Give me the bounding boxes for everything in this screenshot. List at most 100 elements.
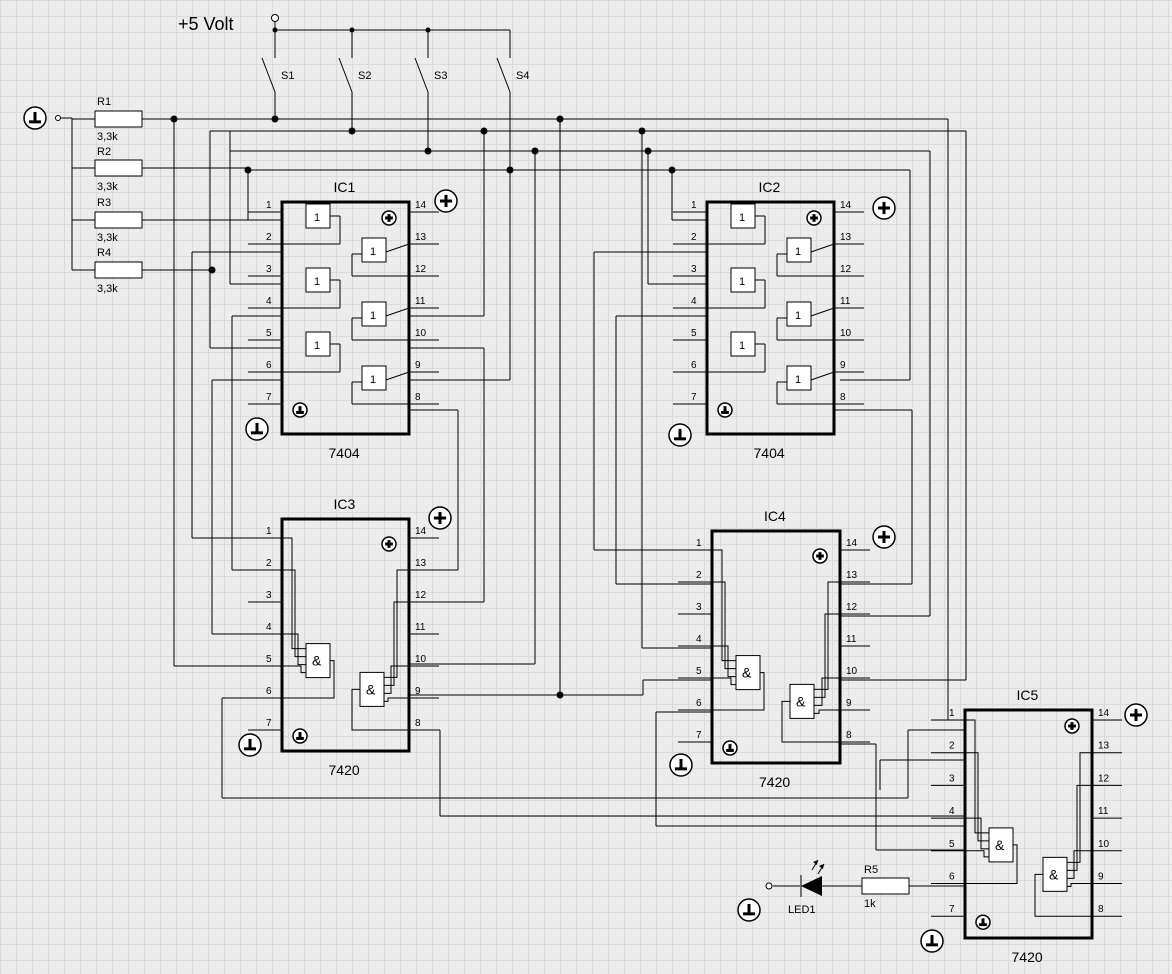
pin-label: 9 <box>846 698 852 709</box>
r3-value: 3,3k <box>97 232 118 244</box>
supply-terminal <box>271 14 279 22</box>
svg-text:1: 1 <box>314 212 320 224</box>
resistor-r3 <box>94 211 143 229</box>
pin-label: 2 <box>266 558 272 569</box>
svg-text:1: 1 <box>314 276 320 288</box>
pin-label: 2 <box>266 232 272 243</box>
r1-name: R1 <box>97 96 111 108</box>
pin-label: 10 <box>415 328 427 339</box>
svg-text:1: 1 <box>739 340 745 352</box>
pin-label: 4 <box>696 634 702 645</box>
r4-name: R4 <box>97 247 111 259</box>
inverter-gate <box>305 267 331 293</box>
inverter-gate <box>361 365 387 391</box>
inverter-gate <box>786 301 812 327</box>
pin-label: 8 <box>1098 904 1104 915</box>
pin-label: 11 <box>415 296 426 307</box>
svg-text:&: & <box>312 653 322 669</box>
svg-text:1: 1 <box>370 246 376 258</box>
led-label: LED1 <box>788 904 816 916</box>
pin-label: 7 <box>266 718 272 729</box>
svg-text:1: 1 <box>314 340 320 352</box>
plus-supply-icon <box>1124 703 1148 727</box>
inverter-gate <box>305 203 331 229</box>
pin-label: 9 <box>840 360 846 371</box>
plus-supply-icon <box>434 189 458 213</box>
ground-icon <box>238 733 262 757</box>
vcc-pin-icon <box>806 210 822 226</box>
pin-label: 7 <box>266 392 272 403</box>
vcc-pin-icon <box>381 536 397 552</box>
pin-label: 7 <box>696 730 702 741</box>
chip-name: IC2 <box>759 179 781 195</box>
pin-label: 3 <box>691 264 697 275</box>
pin-label: 11 <box>840 296 851 307</box>
supply-label: +5 Volt <box>178 14 234 34</box>
chip-name: IC5 <box>1017 687 1039 703</box>
pin-label: 3 <box>949 773 955 784</box>
input-terminal <box>55 115 61 121</box>
ground-icon <box>668 423 692 447</box>
svg-text:&: & <box>742 665 752 681</box>
pin-label: 11 <box>846 634 857 645</box>
ground-icon <box>920 929 944 953</box>
pin-label: 5 <box>266 654 272 665</box>
inverter-gate <box>361 301 387 327</box>
switch-label-s3: S3 <box>434 70 447 82</box>
svg-text:1: 1 <box>739 212 745 224</box>
svg-text:&: & <box>796 693 806 709</box>
pin-label: 1 <box>949 708 955 719</box>
nand-gate <box>305 643 331 679</box>
pin-label: 13 <box>415 558 427 569</box>
pin-label: 6 <box>266 360 272 371</box>
r4-value: 3,3k <box>97 283 118 295</box>
pin-label: 4 <box>949 806 955 817</box>
inverter-gate <box>786 237 812 263</box>
inverter-gate <box>730 331 756 357</box>
r5-value: 1k <box>864 898 876 910</box>
pin-label: 4 <box>691 296 697 307</box>
chip-type: 7420 <box>329 762 360 778</box>
pin-label: 10 <box>840 328 852 339</box>
chip-name: IC4 <box>764 508 786 524</box>
nand-gate <box>789 683 815 719</box>
resistor-r2 <box>94 159 143 177</box>
svg-text:1: 1 <box>370 310 376 322</box>
pin-label: 14 <box>840 200 852 211</box>
pin-label: 1 <box>691 200 697 211</box>
pin-label: 5 <box>691 328 697 339</box>
ground-symbols <box>23 106 944 953</box>
pin-label: 8 <box>846 730 852 741</box>
switch-label-s4: S4 <box>516 70 529 82</box>
pin-label: 3 <box>266 264 272 275</box>
r1-value: 3,3k <box>97 131 118 143</box>
r3-name: R3 <box>97 197 111 209</box>
pin-label: 5 <box>949 839 955 850</box>
led-terminal <box>765 882 773 890</box>
pin-label: 12 <box>846 602 858 613</box>
pin-label: 7 <box>949 904 955 915</box>
chip-type: 7404 <box>754 445 785 461</box>
inverter-gate <box>730 267 756 293</box>
switch-label-s2: S2 <box>358 70 371 82</box>
svg-text:1: 1 <box>370 374 376 386</box>
pin-label: 13 <box>846 570 858 581</box>
svg-text:1: 1 <box>795 246 801 258</box>
pin-label: 6 <box>949 872 955 883</box>
pin-label: 10 <box>1098 839 1110 850</box>
pin-label: 10 <box>846 666 858 677</box>
pin-label: 12 <box>840 264 852 275</box>
inverter-gate <box>361 237 387 263</box>
pin-label: 8 <box>415 392 421 403</box>
inverter-gate <box>730 203 756 229</box>
pin-label: 8 <box>415 718 421 729</box>
plus-supply-icon <box>872 525 896 549</box>
pin-label: 2 <box>691 232 697 243</box>
inverter-gate <box>786 365 812 391</box>
resistor-r4 <box>94 261 143 279</box>
pin-label: 4 <box>266 296 272 307</box>
